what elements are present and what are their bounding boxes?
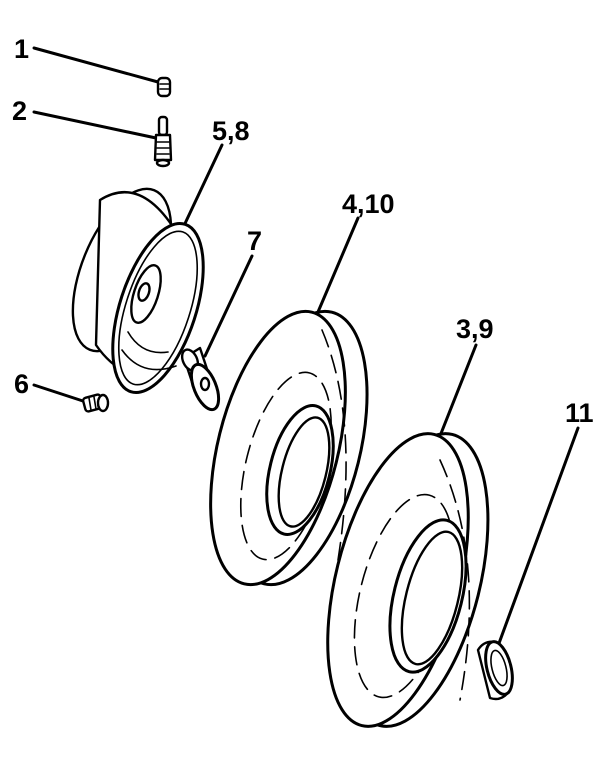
leader-line-1 (32, 46, 160, 84)
part-fitting (81, 393, 110, 413)
callout-label-1: 1 (14, 34, 29, 64)
callout-label-11: 11 (565, 398, 594, 428)
part-bushing (180, 346, 221, 412)
leader-line-2 (32, 110, 158, 140)
callout-label-6: 6 (14, 369, 29, 399)
leader-line-11 (496, 426, 580, 648)
part-valve-stem (153, 115, 173, 168)
callout-label-3-9: 3,9 (456, 314, 494, 344)
callout-label-5-8: 5,8 (212, 116, 250, 146)
leader-line-5-8 (179, 143, 224, 234)
callout-label-4-10: 4,10 (342, 189, 395, 219)
leader-line-4-10 (316, 216, 360, 314)
leader-line-7 (203, 254, 254, 358)
leader-line-3-9 (438, 343, 478, 438)
part-tire-rear (326, 432, 490, 728)
part-end-cap (476, 640, 514, 701)
callout-label-7: 7 (247, 226, 262, 256)
leader-lines (32, 46, 580, 648)
callout-label-2: 2 (12, 96, 27, 126)
leader-line-6 (32, 383, 88, 404)
part-wheel-rim (71, 187, 205, 395)
part-tire-front (209, 309, 369, 587)
part-cap-nut (156, 76, 172, 98)
